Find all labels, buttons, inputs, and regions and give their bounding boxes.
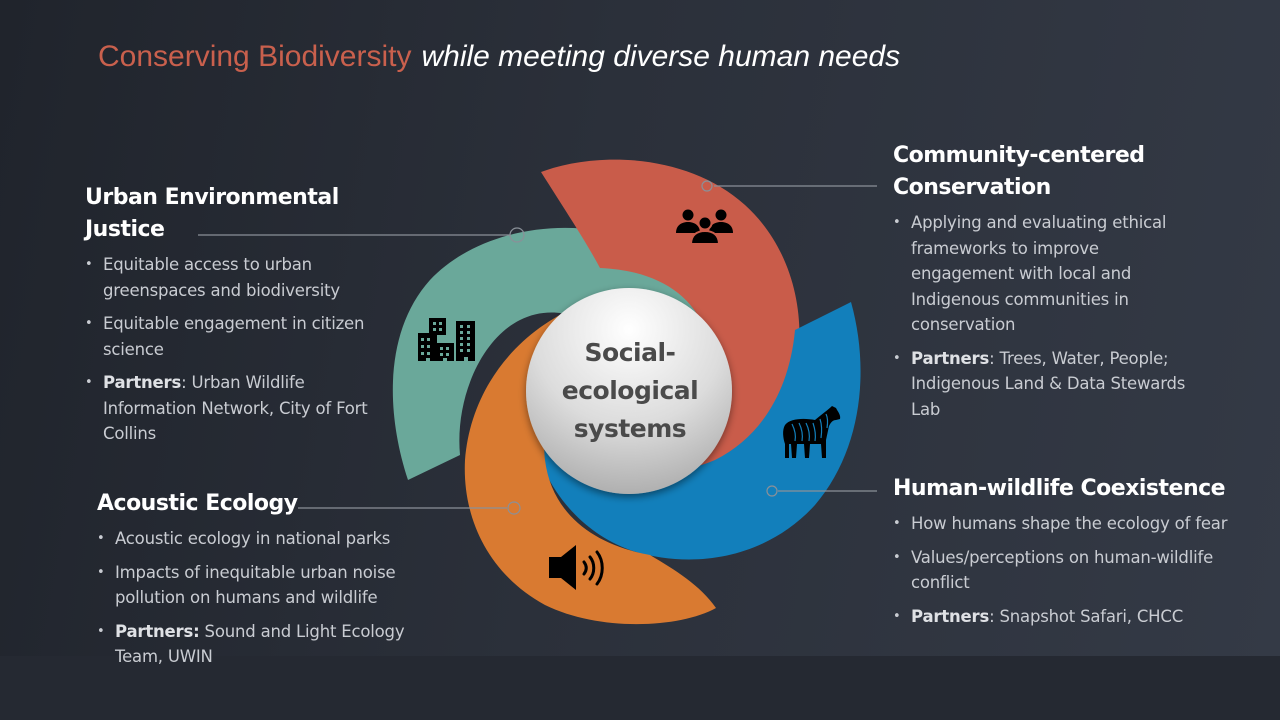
bullet-list: Equitable access to urban greenspaces an…	[85, 252, 385, 447]
bullet-item-partners: Partners: Sound and Light Ecology Team, …	[97, 619, 437, 670]
bullet-item-partners: Partners: Trees, Water, People; Indigeno…	[893, 346, 1193, 423]
bullet-item-partners: Partners: Urban Wildlife Information Net…	[85, 370, 385, 447]
bullet-item: Equitable access to urban greenspaces an…	[85, 252, 385, 303]
section-heading: Community-centered Conservation	[893, 143, 1145, 200]
bullet-list: How humans shape the ecology of fear Val…	[893, 511, 1233, 629]
center-circle	[526, 288, 732, 494]
title-subtitle: while meeting diverse human needs	[421, 40, 901, 73]
connector-dot-acoustic	[507, 501, 521, 515]
city-buildings-icon	[418, 318, 475, 361]
bullet-item: Applying and evaluating ethical framewor…	[893, 210, 1193, 338]
petal-community-centered-conservation	[541, 159, 800, 506]
connector-lines	[198, 180, 877, 515]
petal-human-wildlife-coexistence	[532, 302, 861, 560]
connector-dot-urban	[509, 227, 525, 243]
bullet-item: Values/perceptions on human-wildlife con…	[893, 545, 1233, 596]
zebra-icon	[783, 406, 841, 458]
bullet-item-partners: Partners: Snapshot Safari, CHCC	[893, 604, 1233, 630]
center-label: Social- ecological systems	[527, 288, 733, 494]
section-community-centered-conservation: Community-centered Conservation Applying…	[893, 140, 1193, 430]
center-line-2: ecological	[561, 376, 699, 405]
section-heading: Human-wildlife Coexistence	[893, 476, 1226, 501]
bullet-item: How humans shape the ecology of fear	[893, 511, 1233, 537]
slide-title: Conserving Biodiversity while meeting div…	[98, 40, 900, 74]
section-acoustic-ecology: Acoustic Ecology Acoustic ecology in nat…	[97, 488, 437, 678]
center-line-3: systems	[573, 414, 687, 443]
connector-dot-wildlife	[766, 485, 778, 497]
section-heading: Urban Environmental Justice	[85, 185, 339, 242]
section-heading: Acoustic Ecology	[97, 491, 298, 516]
section-human-wildlife-coexistence: Human-wildlife Coexistence How humans sh…	[893, 473, 1233, 637]
partners-label: Partners:	[115, 621, 200, 641]
partners-label: Partners	[911, 606, 990, 626]
partners-label: Partners	[103, 373, 182, 392]
section-urban-environmental-justice: Urban Environmental Justice Equitable ac…	[85, 182, 385, 455]
title-main: Conserving Biodiversity	[98, 40, 412, 73]
speaker-icon	[549, 545, 604, 590]
center-line-1: Social-	[584, 338, 676, 367]
bullet-item: Acoustic ecology in national parks	[97, 526, 437, 552]
partners-label: Partners	[911, 348, 990, 368]
bullet-list: Applying and evaluating ethical framewor…	[893, 210, 1193, 422]
bullet-item: Equitable engagement in citizen science	[85, 311, 385, 362]
bullet-item: Impacts of inequitable urban noise pollu…	[97, 560, 437, 611]
group-people-icon	[676, 209, 733, 245]
connector-dot-community	[701, 180, 713, 192]
bullet-list: Acoustic ecology in national parks Impac…	[97, 526, 437, 670]
